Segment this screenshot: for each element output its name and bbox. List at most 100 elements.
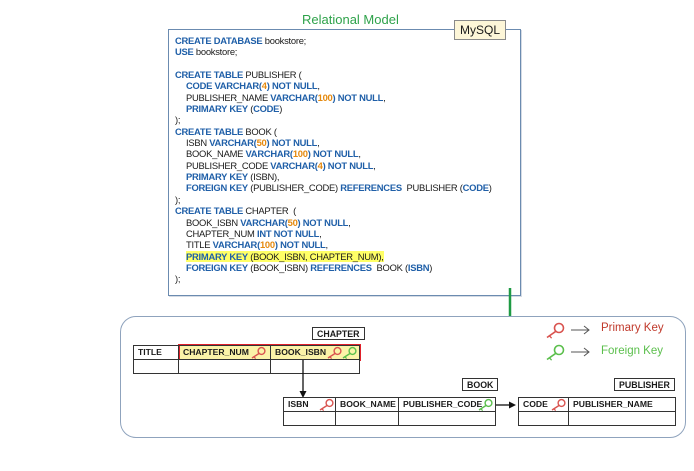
legend-arrow-icon xyxy=(571,347,590,357)
sql-text: BOOK ( xyxy=(371,261,409,273)
chapter-empty-cell xyxy=(271,360,360,374)
sql-line-content: CREATE TABLE CHAPTER ( xyxy=(175,205,296,216)
primary-key-icon xyxy=(551,398,566,411)
sql-text: BOOK_ISBN xyxy=(186,216,241,228)
publisher-col-code: CODE xyxy=(518,397,569,412)
sql-keyword: FOREIGN KEY xyxy=(186,182,248,194)
sql-text: , xyxy=(373,159,376,171)
sql-line-content: BOOK_NAME VARCHAR(100) NOT NULL, xyxy=(186,148,361,159)
sql-line-content: PRIMARY KEY (ISBN), xyxy=(186,171,279,182)
chapter-col-chapter-num-label: CHAPTER_NUM xyxy=(183,347,249,357)
book-empty-cell xyxy=(336,412,399,426)
sql-text: CHAPTER ( xyxy=(243,205,296,217)
sql-line: FOREIGN KEY (PUBLISHER_CODE) REFERENCES … xyxy=(175,182,520,193)
sql-keyword: CREATE DATABASE xyxy=(175,35,263,46)
sql-keyword: INT NOT NULL xyxy=(256,227,320,239)
sql-line: CREATE DATABASE bookstore; xyxy=(175,35,520,46)
sql-text: , xyxy=(325,239,328,251)
chapter-col-book-isbn-label: BOOK_ISBN xyxy=(275,347,327,357)
sql-line-content: ); xyxy=(175,114,180,125)
publisher-empty-cell xyxy=(518,412,569,426)
primary-key-legend-icon xyxy=(546,322,565,339)
sql-text: PUBLISHER ( xyxy=(401,182,463,194)
sql-number: 100 xyxy=(292,148,308,160)
sql-keyword: ISBN xyxy=(407,261,430,273)
sql-line xyxy=(175,58,520,69)
sql-keyword: VARCHAR( xyxy=(270,91,318,103)
sql-line-content: PRIMARY KEY (CODE) xyxy=(186,103,282,114)
sql-text: ); xyxy=(175,193,181,205)
sql-text: PUBLISHER ( xyxy=(243,69,302,81)
sql-line: BOOK_ISBN VARCHAR(50) NOT NULL, xyxy=(175,217,520,228)
diagram-title: Relational Model xyxy=(302,12,399,27)
sql-text: ) xyxy=(488,182,492,194)
sql-line: FOREIGN KEY (BOOK_ISBN) REFERENCES BOOK … xyxy=(175,262,520,273)
sql-keyword: ) NOT NULL xyxy=(297,216,349,228)
sql-text: CHAPTER_NUM xyxy=(186,227,257,239)
sql-text: bookstore; xyxy=(262,35,307,46)
sql-line-content: ); xyxy=(175,194,180,205)
primary-key-icon xyxy=(251,346,266,359)
sql-text: , xyxy=(319,227,322,239)
sql-text: BOOK ( xyxy=(243,125,277,137)
sql-keyword: ) NOT NULL xyxy=(266,80,318,92)
sql-line-content: ISBN VARCHAR(50) NOT NULL, xyxy=(186,137,320,149)
table-name-publisher: PUBLISHER xyxy=(614,378,675,391)
sql-keyword: REFERENCES xyxy=(340,182,402,194)
sql-number: 4 xyxy=(317,159,323,171)
sql-keyword: VARCHAR( xyxy=(212,239,261,251)
sql-keyword: FOREIGN KEY xyxy=(186,261,248,273)
sql-keyword: CODE VARCHAR( xyxy=(186,80,262,92)
sql-line-content: CREATE TABLE PUBLISHER ( xyxy=(175,69,302,80)
book-empty-cell xyxy=(399,412,496,426)
fk-connector-chapter-book xyxy=(299,360,307,398)
book-empty-cell xyxy=(283,412,336,426)
sql-line: CREATE TABLE BOOK ( xyxy=(175,126,520,137)
sql-text: , xyxy=(348,216,351,228)
sql-keyword: CREATE TABLE xyxy=(175,125,244,137)
sql-text: ( xyxy=(247,103,254,115)
sql-line: TITLE VARCHAR(100) NOT NULL, xyxy=(175,239,520,250)
sql-line-content: ); xyxy=(175,273,180,284)
sql-line: ); xyxy=(175,114,520,125)
legend-arrow-icon xyxy=(571,325,590,335)
sql-text: , xyxy=(358,148,361,160)
mysql-tag: MySQL xyxy=(454,20,506,40)
sql-line: CODE VARCHAR(4) NOT NULL, xyxy=(175,80,520,91)
sql-line: PRIMARY KEY (BOOK_ISBN, CHAPTER_NUM), xyxy=(175,250,520,262)
sql-line: ); xyxy=(175,273,520,284)
sql-line-content: CHAPTER_NUM INT NOT NULL, xyxy=(186,227,322,239)
sql-code: CREATE DATABASE bookstore;USE bookstore;… xyxy=(175,35,520,285)
sql-line-content: CREATE DATABASE bookstore; xyxy=(175,35,306,46)
sql-text: , xyxy=(317,137,320,149)
table-name-book: BOOK xyxy=(462,378,499,391)
sql-keyword: CREATE TABLE xyxy=(175,69,244,81)
foreign-key-icon xyxy=(342,346,357,359)
sql-text: (PUBLISHER_CODE) xyxy=(247,182,341,194)
sql-text: (BOOK_ISBN, CHAPTER_NUM), xyxy=(247,250,384,262)
primary-key-icon xyxy=(319,398,334,411)
sql-line: PRIMARY KEY (CODE) xyxy=(175,103,520,114)
sql-text: bookstore; xyxy=(193,46,238,58)
sql-line: PRIMARY KEY (ISBN), xyxy=(175,171,520,182)
publisher-col-publisher-name: PUBLISHER_NAME xyxy=(569,397,676,412)
sql-keyword: VARCHAR( xyxy=(270,159,318,171)
sql-text: BOOK_NAME xyxy=(186,148,246,160)
sql-line: CHAPTER_NUM INT NOT NULL, xyxy=(175,228,520,239)
sql-keyword: PRIMARY KEY xyxy=(186,171,248,183)
sql-text: ); xyxy=(175,114,181,126)
chapter-col-title: TITLE xyxy=(133,345,179,360)
chapter-empty-cell xyxy=(179,360,271,374)
sql-keyword: ) NOT NULL xyxy=(332,91,384,103)
legend-foreign-key: Foreign Key xyxy=(601,345,664,357)
chapter-col-book-isbn: BOOK_ISBN xyxy=(271,345,360,360)
sql-text: ISBN xyxy=(186,137,210,149)
sql-line: CREATE TABLE PUBLISHER ( xyxy=(175,69,520,80)
legend-primary-key: Primary Key xyxy=(601,322,664,334)
sql-text: , xyxy=(383,91,386,103)
sql-keyword: CODE xyxy=(253,103,280,115)
sql-keyword: CREATE TABLE xyxy=(175,205,244,217)
sql-keyword: VARCHAR( xyxy=(245,148,294,160)
sql-line-content: PUBLISHER_NAME VARCHAR(100) NOT NULL, xyxy=(186,92,386,103)
sql-number: 100 xyxy=(259,239,275,251)
